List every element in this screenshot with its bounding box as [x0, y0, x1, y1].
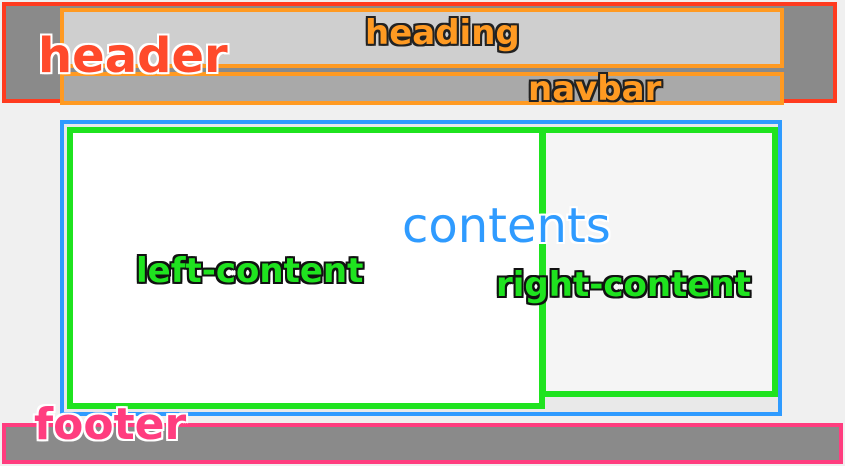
left-content-label: left-content [136, 251, 364, 291]
right-content-region [540, 127, 778, 397]
heading-label: heading [365, 13, 520, 53]
contents-label: contents [402, 198, 611, 254]
footer-label: footer [34, 399, 187, 450]
left-content-region [67, 127, 545, 409]
header-label: header [38, 28, 228, 84]
footer-region [2, 423, 843, 464]
heading-region [60, 8, 784, 68]
navbar-region [60, 72, 784, 105]
right-content-label: right-content [496, 265, 751, 305]
navbar-label: navbar [528, 69, 662, 109]
